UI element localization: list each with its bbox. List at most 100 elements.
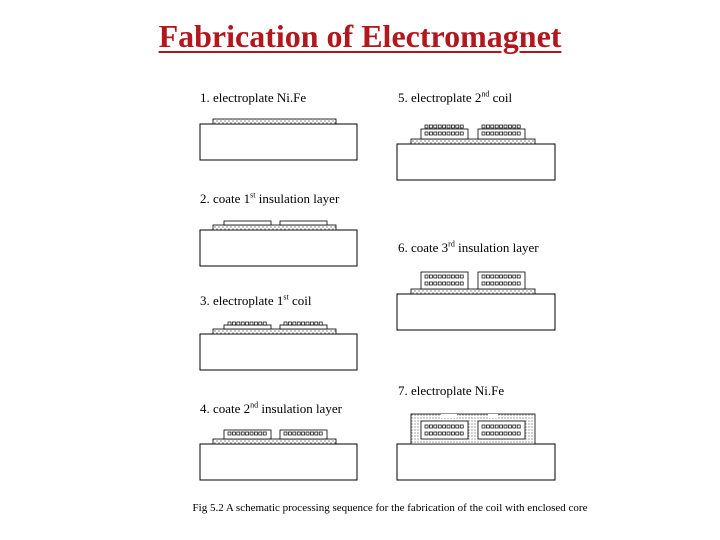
- coil-turn: [490, 274, 495, 279]
- coil-turn: [437, 431, 442, 436]
- coil-turn: [296, 321, 301, 326]
- coil-turn: [512, 131, 517, 136]
- insulation-3: [420, 420, 469, 440]
- substrate: [396, 143, 556, 181]
- coil-turn: [442, 281, 446, 286]
- step-3-label: 3. electroplate 1st coil: [200, 292, 312, 308]
- figure-caption: Fig 5.2 A schematic processing sequence …: [192, 502, 588, 514]
- coil-turn: [433, 274, 438, 279]
- coil-turn: [318, 321, 323, 326]
- coil-turn: [490, 431, 495, 436]
- coil-turn: [451, 131, 455, 136]
- nife-core-gap: [488, 414, 498, 418]
- coil-turn: [314, 321, 319, 326]
- coil-turn: [227, 321, 232, 326]
- coil-turn: [437, 124, 442, 129]
- coil-turn: [481, 281, 486, 286]
- coil-turn: [442, 274, 446, 279]
- coil-turn: [499, 131, 503, 136]
- coil-turn: [494, 131, 499, 136]
- coil-turn: [442, 131, 446, 136]
- coil-turn: [318, 431, 323, 436]
- coil-row-1: [481, 431, 521, 436]
- step-6-diagram: [396, 271, 556, 331]
- coil-turn: [442, 124, 446, 129]
- coil-turn: [481, 431, 486, 436]
- insulation-pad: [223, 324, 272, 330]
- coil-turn: [433, 431, 438, 436]
- coil-turn: [490, 424, 495, 429]
- step-4-diagram: [199, 429, 358, 481]
- coil-turn: [481, 424, 486, 429]
- step-5-label: 5. electroplate 2nd coil: [398, 89, 513, 105]
- coil-turn: [508, 131, 512, 136]
- coil-turn: [429, 131, 433, 136]
- coil-turn: [288, 431, 292, 436]
- coil-turn: [437, 274, 442, 279]
- coil-turn: [437, 131, 442, 136]
- coil-turn: [451, 424, 455, 429]
- coil-turn: [508, 424, 512, 429]
- step-7-diagram: [396, 413, 556, 481]
- coil-turn: [516, 274, 521, 279]
- coil-turn: [490, 131, 495, 136]
- coil-turn: [459, 424, 464, 429]
- coil-turn: [455, 131, 460, 136]
- coil-turn: [310, 431, 314, 436]
- coil-turn: [494, 281, 499, 286]
- coil-turn: [283, 431, 288, 436]
- coil-turn: [424, 124, 429, 129]
- nife-core-gap: [441, 414, 457, 418]
- coil-turn: [446, 274, 451, 279]
- coil-turn: [236, 431, 241, 436]
- insulation-pad: [279, 324, 328, 330]
- coil-turn: [254, 321, 258, 326]
- coil-turn: [424, 431, 429, 436]
- coil-turn: [516, 124, 521, 129]
- coil-turn: [455, 124, 460, 129]
- coil-turn: [459, 124, 464, 129]
- coil-turn: [481, 124, 486, 129]
- nife-layer: [410, 288, 536, 295]
- coil-turn: [245, 431, 249, 436]
- coil-turn: [490, 281, 495, 286]
- coil-turn: [433, 124, 438, 129]
- step-4-label: 4. coate 2nd insulation layer: [200, 400, 342, 416]
- coil-turn: [516, 431, 521, 436]
- coil-turn: [499, 424, 503, 429]
- coil-turn: [424, 424, 429, 429]
- coil-turn: [451, 274, 455, 279]
- nife-layer: [212, 328, 337, 335]
- coil-turn: [429, 274, 433, 279]
- coil-turn: [429, 281, 433, 286]
- step-3-diagram: [199, 321, 358, 371]
- coil-turn: [494, 424, 499, 429]
- substrate: [396, 293, 556, 331]
- coil-turn: [240, 321, 245, 326]
- coil-turn: [446, 424, 451, 429]
- coil-row-1: [481, 281, 521, 286]
- coil-turn: [459, 274, 464, 279]
- coil-turn: [512, 124, 517, 129]
- coil-turn: [245, 321, 249, 326]
- coil-turn: [512, 431, 517, 436]
- coil-turn: [512, 274, 517, 279]
- coil-turn: [437, 424, 442, 429]
- coil-turn: [437, 281, 442, 286]
- coil-turn: [459, 431, 464, 436]
- coil-turn: [446, 281, 451, 286]
- coil-turn: [301, 321, 305, 326]
- coil-row-2: [424, 424, 464, 429]
- coil-row-2: [481, 424, 521, 429]
- coil-row-1: [424, 281, 464, 286]
- substrate: [199, 333, 358, 371]
- substrate: [199, 443, 358, 481]
- step-2-label: 2. coate 1st insulation layer: [200, 190, 340, 206]
- coil-turn: [512, 281, 517, 286]
- coil-turn: [503, 281, 508, 286]
- coil-turn: [451, 431, 455, 436]
- coil-row-2: [481, 274, 521, 279]
- coil-turn: [301, 431, 305, 436]
- step-1-label: 1. electroplate Ni.Fe: [200, 90, 307, 105]
